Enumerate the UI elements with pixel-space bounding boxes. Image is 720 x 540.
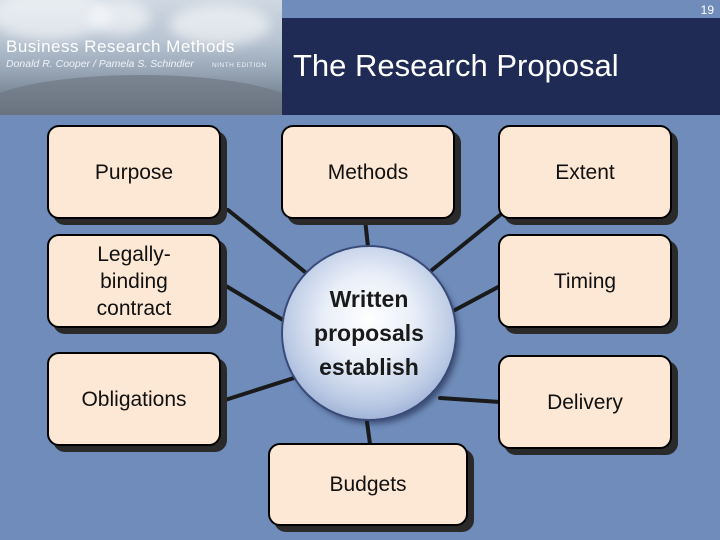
connector-legally-binding (219, 281, 285, 322)
node-extent: Extent (498, 125, 672, 219)
connector-obligations (220, 375, 299, 403)
book-cover-banner (0, 0, 282, 115)
node-purpose: Purpose (47, 125, 221, 219)
book-authors: Donald R. Cooper / Pamela S. Schindler (6, 58, 194, 70)
page-number: 19 (700, 3, 714, 17)
center-hub-label: Written proposals establish (314, 286, 424, 380)
node-legally-binding-contract: Legally-binding contract (47, 234, 221, 328)
book-title: Business Research Methods (6, 37, 235, 56)
connector-purpose (226, 208, 307, 274)
slide-title: The Research Proposal (293, 48, 619, 83)
node-methods: Methods (281, 125, 455, 219)
connector-methods (363, 217, 370, 249)
node-timing: Timing (498, 234, 672, 328)
node-budgets: Budgets (268, 443, 468, 526)
node-delivery: Delivery (498, 355, 672, 449)
connector-extent (430, 209, 507, 272)
book-edition: NINTH EDITION (212, 62, 267, 69)
title-bar (282, 18, 720, 115)
center-hub: Written proposals establish (283, 247, 455, 419)
node-obligations: Obligations (47, 352, 221, 446)
connector-delivery (438, 396, 502, 404)
connector-timing (453, 284, 502, 312)
connector-budgets (365, 420, 372, 446)
